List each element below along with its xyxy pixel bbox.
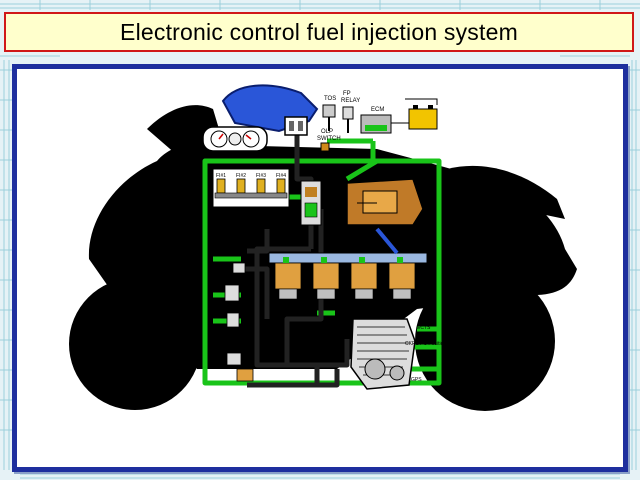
svg-text:FI#1: FI#1: [216, 173, 226, 179]
tos-sensor: TOS: [322, 96, 336, 131]
svg-text:FI#3: FI#3: [256, 173, 266, 179]
page-title: Electronic control fuel injection system: [120, 18, 518, 45]
gps-label: GPS: [411, 377, 422, 383]
svg-text:ECM: ECM: [371, 107, 384, 113]
svg-text:FI#4: FI#4: [276, 173, 286, 179]
motorcycle-silhouette: [69, 105, 577, 411]
fuel-injection-diagram: TOS FP RELAY ECM OLP SWITCH: [69, 84, 577, 411]
battery: [391, 98, 438, 130]
ects-label: ECTS: [417, 325, 431, 331]
fuel-lines: [241, 123, 350, 388]
fuel-pump-assembly: [300, 180, 322, 226]
fuel-tank: [221, 84, 319, 136]
svg-text:SWITCH: SWITCH: [317, 136, 341, 142]
title-banner: Electronic control fuel injection system: [4, 12, 634, 52]
diagram-frame: TOS FP RELAY ECM OLP SWITCH: [12, 64, 628, 472]
ecm-unit: ECM: [360, 107, 392, 134]
svg-text:OLP: OLP: [321, 129, 333, 135]
svg-text:FP: FP: [343, 91, 351, 97]
throttle-bodies: [268, 227, 428, 300]
fp-relay: FP RELAY: [341, 91, 360, 133]
engine: [350, 318, 416, 390]
instrument-cluster: [202, 126, 268, 152]
air-box: [346, 178, 424, 226]
svg-text:FI#2: FI#2: [236, 173, 246, 179]
secondary-injector-rail: FI#1 FI#2 FI#3 FI#4: [212, 168, 290, 208]
svg-text:RELAY: RELAY: [341, 98, 360, 104]
svg-text:TOS: TOS: [324, 96, 336, 102]
olp-switch: OLP SWITCH: [317, 129, 341, 152]
ckps-label: CKPS/PC Position: [405, 341, 446, 347]
left-sensors: [224, 262, 254, 382]
